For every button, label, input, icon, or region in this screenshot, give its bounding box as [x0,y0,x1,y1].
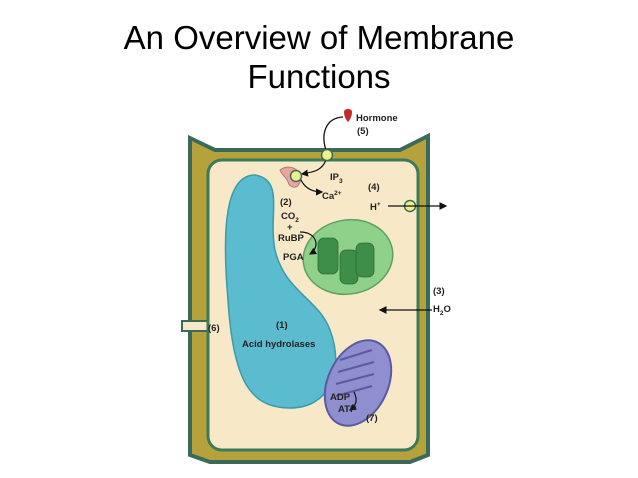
label-hormone: Hormone [356,113,398,124]
label-7: (7) [366,413,378,424]
label-adp: ADP [330,392,351,403]
plasmodesma [181,320,211,332]
receptor-5 [320,148,334,162]
thylakoid-stacks [317,237,375,285]
label-2: (2) [280,197,292,208]
label-h2o: H2O [433,304,451,317]
label-3: (3) [433,286,445,297]
page-title: An Overview of Membrane Functions [0,18,638,96]
vacuole [224,174,337,409]
label-pga: PGA [283,252,304,263]
label-ip3: IP3 [330,172,343,185]
title-line-2: Functions [247,58,391,95]
ca-arrow [299,177,324,196]
hormone-arrow [323,116,344,154]
label-co2: CO2 [281,211,299,224]
receptor-er [289,169,303,183]
hormone-icon [344,109,352,122]
label-h: H+ [370,201,381,213]
rubp-arrow [299,231,317,255]
label-1: (1) [276,320,288,331]
label-rubp: RuBP [278,233,305,244]
label-ca: Ca2+ [322,190,342,202]
adp-atp-arrow [349,391,357,411]
label-5: (5) [357,126,369,137]
label-4: (4) [368,182,380,193]
label-atp: ATP [338,404,357,415]
label-6: (6) [208,323,220,334]
label-acid-hydrolases: Acid hydrolases [242,339,315,350]
label-plus: + [287,222,293,233]
title-line-1: An Overview of Membrane [123,19,515,56]
mitochondrion [323,339,393,427]
ip3-arrow [300,159,327,177]
cristae [335,349,375,397]
